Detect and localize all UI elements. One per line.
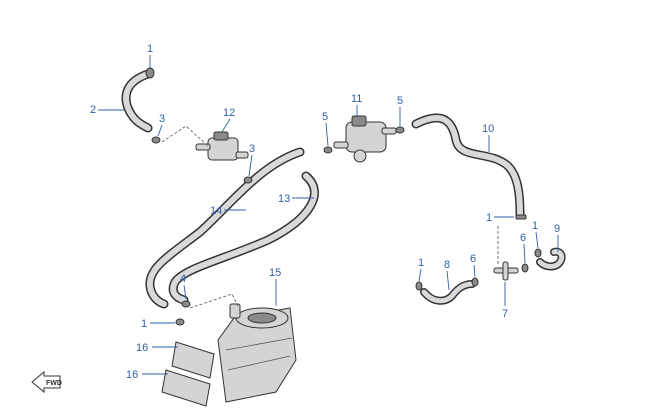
assembly-line-1 <box>161 125 209 147</box>
callout-1-right: 1 <box>486 212 514 224</box>
callout-11: 11 <box>351 93 362 116</box>
svg-text:1: 1 <box>147 43 153 55</box>
forward-direction-arrow-icon: FWD <box>31 370 62 394</box>
hose-2 <box>121 69 153 133</box>
pad-16a <box>171 341 215 379</box>
svg-text:5: 5 <box>397 95 403 107</box>
svg-text:14: 14 <box>210 205 222 217</box>
valve-12 <box>195 131 249 161</box>
callout-3: 3 <box>157 113 165 137</box>
clamp-1d <box>534 248 542 258</box>
pad-16b <box>161 369 211 407</box>
canister-15 <box>217 303 297 403</box>
clamp-1b <box>175 318 185 326</box>
callout-3-lower: 3 <box>248 143 255 177</box>
callout-1-lower: 1 <box>418 257 424 282</box>
solenoid-11 <box>333 115 397 163</box>
callout-13: 13 <box>278 193 314 205</box>
callout-16: 16 <box>136 342 178 354</box>
svg-text:5: 5 <box>322 111 328 123</box>
svg-text:10: 10 <box>482 123 494 135</box>
callout-5-right: 5 <box>397 95 403 126</box>
callout-5: 5 <box>322 111 329 147</box>
clamp-3a <box>151 136 161 144</box>
svg-text:8: 8 <box>444 259 450 271</box>
hose-14 <box>145 147 305 309</box>
clamp-5b <box>395 126 405 134</box>
callout-16-lower: 16 <box>126 369 168 381</box>
hose-13 <box>168 171 319 305</box>
clamp-6b <box>471 277 479 287</box>
svg-text:3: 3 <box>249 143 255 155</box>
clamp-top-left <box>145 67 155 79</box>
clamp-4 <box>181 300 191 308</box>
callout-6-lower: 6 <box>470 253 476 278</box>
clamp-1c <box>515 214 527 220</box>
callout-12: 12 <box>221 107 235 133</box>
svg-text:1: 1 <box>486 212 492 224</box>
svg-text:16: 16 <box>126 369 138 381</box>
clamp-6a <box>521 263 529 273</box>
callout-9: 9 <box>554 223 560 252</box>
clamp-3b <box>243 176 253 184</box>
hose-10 <box>411 113 525 219</box>
hose-8 <box>420 280 476 305</box>
svg-text:15: 15 <box>269 267 281 279</box>
clamp-5a <box>323 146 333 154</box>
svg-text:4: 4 <box>180 273 186 285</box>
callout-1-far-right: 1 <box>532 220 539 249</box>
svg-text:11: 11 <box>351 93 362 105</box>
callout-4: 4 <box>180 273 187 300</box>
callout-15: 15 <box>269 267 281 306</box>
svg-text:2: 2 <box>90 104 96 116</box>
svg-text:3: 3 <box>159 113 165 125</box>
svg-text:9: 9 <box>554 223 560 235</box>
callout-1-bottom: 1 <box>141 318 175 330</box>
svg-text:7: 7 <box>502 308 508 320</box>
callout-14: 14 <box>210 205 246 217</box>
svg-text:1: 1 <box>532 220 538 232</box>
callout-8: 8 <box>444 259 450 291</box>
svg-text:1: 1 <box>418 257 424 269</box>
svg-text:16: 16 <box>136 342 148 354</box>
callout-1: 1 <box>147 43 153 68</box>
svg-text:6: 6 <box>520 232 526 244</box>
svg-text:12: 12 <box>223 107 235 119</box>
direction-arrow-label: FWD <box>46 380 62 387</box>
t-connector-7 <box>493 261 519 281</box>
hose-9 <box>536 247 566 271</box>
callout-2: 2 <box>90 104 124 116</box>
svg-text:13: 13 <box>278 193 290 205</box>
svg-text:1: 1 <box>141 318 147 330</box>
callout-10: 10 <box>482 123 494 152</box>
svg-text:6: 6 <box>470 253 476 265</box>
callout-6: 6 <box>520 232 526 264</box>
callout-7: 7 <box>502 282 508 320</box>
clamp-1e <box>415 281 423 291</box>
